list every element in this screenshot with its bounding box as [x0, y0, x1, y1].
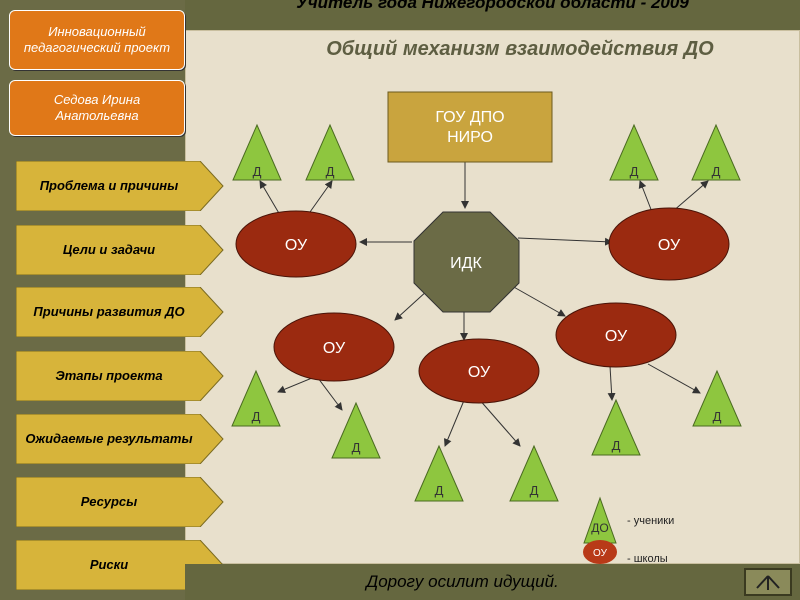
do-triangle: Д — [331, 401, 381, 459]
legend-triangle-text: ДО — [591, 521, 608, 535]
do-triangle: Д — [305, 123, 355, 181]
sidebar-item-problem[interactable]: Проблема и причины — [15, 160, 224, 212]
return-icon — [756, 575, 780, 590]
slide-title: Общий механизм взаимодействия ДО — [326, 38, 714, 60]
ou-node: ОУ — [555, 302, 677, 368]
do-triangle: Д — [414, 444, 464, 502]
legend: ДО ОУ - ученики - школы — [583, 496, 674, 565]
sidebar-item-results[interactable]: Ожидаемые результаты — [15, 413, 224, 465]
do-triangle: Д — [509, 444, 559, 502]
arrow-hub-ou — [394, 289, 429, 321]
project-box: Инновационный педагогический проект — [9, 10, 185, 70]
do-triangle: Д — [232, 123, 282, 181]
arrow-ou-do — [638, 180, 653, 213]
author-box: Седова Ирина Анатольевна — [9, 80, 185, 136]
arrow-ou-do — [607, 365, 616, 401]
arrow-shape — [15, 476, 224, 528]
arrow-ou-do — [647, 363, 701, 394]
header-bar: Учитель года Нижегородской области - 200… — [185, 0, 800, 30]
connector-lines — [259, 162, 709, 447]
do-label: Д — [253, 164, 262, 179]
sidebar-item-label: Цели и задачи — [62, 242, 156, 257]
footer-bar: Дорогу осилит идущий. — [185, 564, 800, 600]
do-triangle: Д — [231, 369, 281, 427]
footer-motto: Дорогу осилит идущий. — [366, 572, 559, 591]
header-title: Учитель года Нижегородской области - 200… — [296, 0, 689, 12]
arrow-ou-do — [444, 397, 466, 447]
do-triangle: Д — [691, 123, 741, 181]
sidebar-item-label: Этапы проекта — [55, 368, 163, 383]
sidebar-item-risks[interactable]: Риски — [15, 539, 224, 591]
arrow-ou-do — [477, 397, 521, 447]
do-label: Д — [612, 438, 621, 453]
arrow-hub-ou — [517, 237, 613, 246]
sidebar-item-resources[interactable]: Ресурсы — [15, 476, 224, 528]
ou-node: ОУ — [235, 210, 357, 278]
legend-circle-text: ОУ — [593, 548, 608, 559]
sidebar-item-stages[interactable]: Этапы проекта — [15, 350, 224, 402]
legend-students: - ученики — [627, 515, 674, 527]
do-label: Д — [530, 483, 539, 498]
do-label: Д — [352, 440, 361, 455]
do-label: Д — [326, 164, 335, 179]
do-label: Д — [712, 164, 721, 179]
arrow-ou-do — [671, 180, 709, 213]
arrow-ou-do — [309, 180, 333, 213]
sidebar-item-goals[interactable]: Цели и задачи — [15, 224, 224, 276]
ou-label: ОУ — [605, 328, 628, 345]
do-label: Д — [630, 164, 639, 179]
sidebar-item-label: Причины развития ДО — [33, 304, 185, 319]
sidebar-item-label: Риски — [89, 557, 129, 572]
sidebar-item-label: Ожидаемые результаты — [25, 431, 193, 446]
root-label-line1: ГОУ ДПО — [435, 109, 504, 126]
sidebar-item-label: Ресурсы — [80, 494, 138, 509]
ou-node: ОУ — [273, 312, 395, 382]
arrow-shape — [15, 413, 224, 465]
legend-schools: - школы — [627, 553, 668, 565]
arrow-ou-do — [317, 377, 343, 411]
ou-node: ОУ — [418, 338, 540, 404]
root-box — [387, 91, 553, 163]
root-label-line2: НИРО — [447, 129, 493, 146]
do-label: Д — [435, 483, 444, 498]
arrow-ou-do — [277, 377, 313, 394]
do-triangle: Д — [591, 398, 641, 456]
do-triangle: Д — [609, 123, 659, 181]
arrow-shape — [15, 160, 224, 212]
sidebar-item-reasons[interactable]: Причины развития ДО — [15, 286, 224, 338]
ou-label: ОУ — [658, 237, 681, 254]
do-label: Д — [252, 409, 261, 424]
arrow-shape — [15, 350, 224, 402]
arrow-shape — [15, 286, 224, 338]
ou-label: ОУ — [285, 237, 308, 254]
sidebar-item-label: Проблема и причины — [39, 178, 179, 193]
arrow-hub-ou — [511, 285, 566, 317]
legend-ellipse-icon — [583, 540, 617, 564]
hub-label: ИДК — [450, 255, 482, 272]
do-label: Д — [713, 409, 722, 424]
hub-octagon — [413, 211, 520, 313]
ou-label: ОУ — [468, 364, 491, 381]
return-button[interactable] — [744, 568, 792, 596]
do-triangle: Д — [692, 369, 742, 427]
ou-label: ОУ — [323, 340, 346, 357]
arrow-ou-do — [259, 180, 281, 216]
arrow-shape — [15, 224, 224, 276]
ou-node: ОУ — [608, 207, 730, 281]
